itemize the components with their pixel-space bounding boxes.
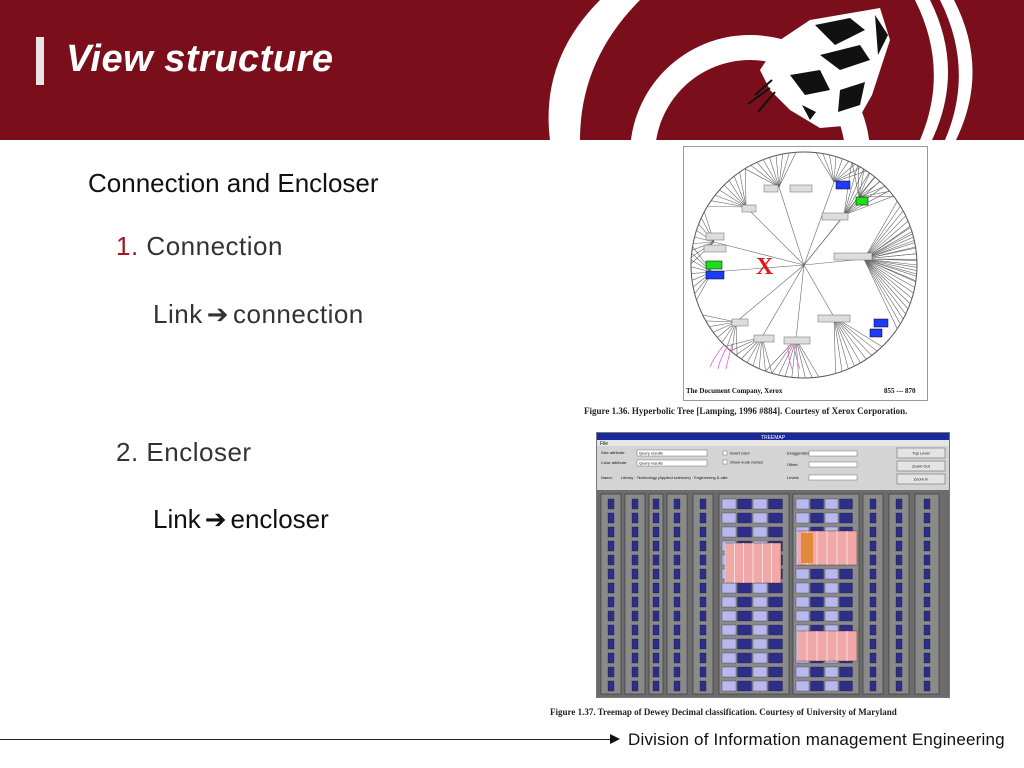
sub-item-left: Link	[153, 299, 203, 329]
footer-rule	[0, 739, 612, 740]
sub-item-link-encloser: Link➔encloser	[153, 504, 329, 535]
footer-department: Division of Information management Engin…	[628, 730, 1005, 749]
treemap-menu-file: File	[600, 441, 608, 447]
list-item-connection: 1. Connection	[116, 231, 283, 262]
zoom-in-button: Zoom In	[914, 477, 929, 482]
show-node-names-checkbox: Show node names	[730, 460, 763, 465]
zoom-out-button: Zoom Out	[912, 464, 931, 469]
color-attribute-select: Query results	[639, 461, 663, 466]
sub-item-left: Link	[153, 504, 201, 534]
hyperbolic-tree-diagram: X The Document Company, Xerox 855 --- 87…	[686, 151, 918, 395]
name-value: Library · Technology (Applied sciences) …	[621, 475, 728, 480]
size-attribute-label: Size attribute:	[601, 450, 625, 455]
sub-item-right: connection	[233, 299, 364, 329]
banner-divider	[0, 140, 1024, 142]
treemap-window: TREEMAP File Size attribute: Query resul…	[597, 433, 949, 697]
list-item-encloser: 2. Encloser	[116, 437, 252, 468]
sub-item-right: encloser	[230, 504, 329, 534]
figure1-footer-right: 855 --- 870	[884, 387, 916, 395]
hyperbolic-tree-figure: X The Document Company, Xerox 855 --- 87…	[683, 146, 928, 401]
arrow-right-icon: ➔	[206, 300, 229, 330]
tree-center-label: X	[756, 254, 774, 280]
section-heading: Connection and Encloser	[88, 168, 379, 198]
levels-label: Levels	[787, 475, 799, 480]
figure1-footer-left: The Document Company, Xerox	[686, 387, 783, 395]
offset-label: Offset	[787, 462, 798, 467]
treemap-window-title: TREEMAP	[761, 435, 786, 441]
list-number: 2.	[116, 437, 139, 467]
exaggeration-label: Exaggeration	[787, 451, 811, 456]
figure2-caption: Figure 1.37. Treemap of Dewey Decimal cl…	[550, 707, 897, 717]
footer-arrow-icon	[610, 734, 620, 744]
title-accent-bar	[36, 37, 44, 85]
slide-title: View structure	[66, 38, 334, 80]
color-attribute-label: Color attribute:	[601, 460, 627, 465]
treemap-figure: TREEMAP File Size attribute: Query resul…	[596, 432, 950, 698]
invert-color-checkbox: Invert color	[730, 451, 750, 456]
tiger-logo-icon	[520, 0, 973, 140]
sub-item-link-connection: Link➔connection	[153, 299, 364, 330]
name-label: Name:	[601, 475, 613, 480]
list-label: Encloser	[146, 437, 252, 467]
list-label: Connection	[146, 231, 283, 261]
list-number: 1.	[116, 231, 139, 261]
top-level-button: Top Level	[912, 451, 929, 456]
header-banner: View structure	[0, 0, 1024, 140]
arrow-right-icon: ➔	[204, 505, 227, 535]
figure1-caption: Figure 1.36. Hyperbolic Tree [Lamping, 1…	[584, 406, 908, 416]
size-attribute-select: Query results	[639, 451, 663, 456]
